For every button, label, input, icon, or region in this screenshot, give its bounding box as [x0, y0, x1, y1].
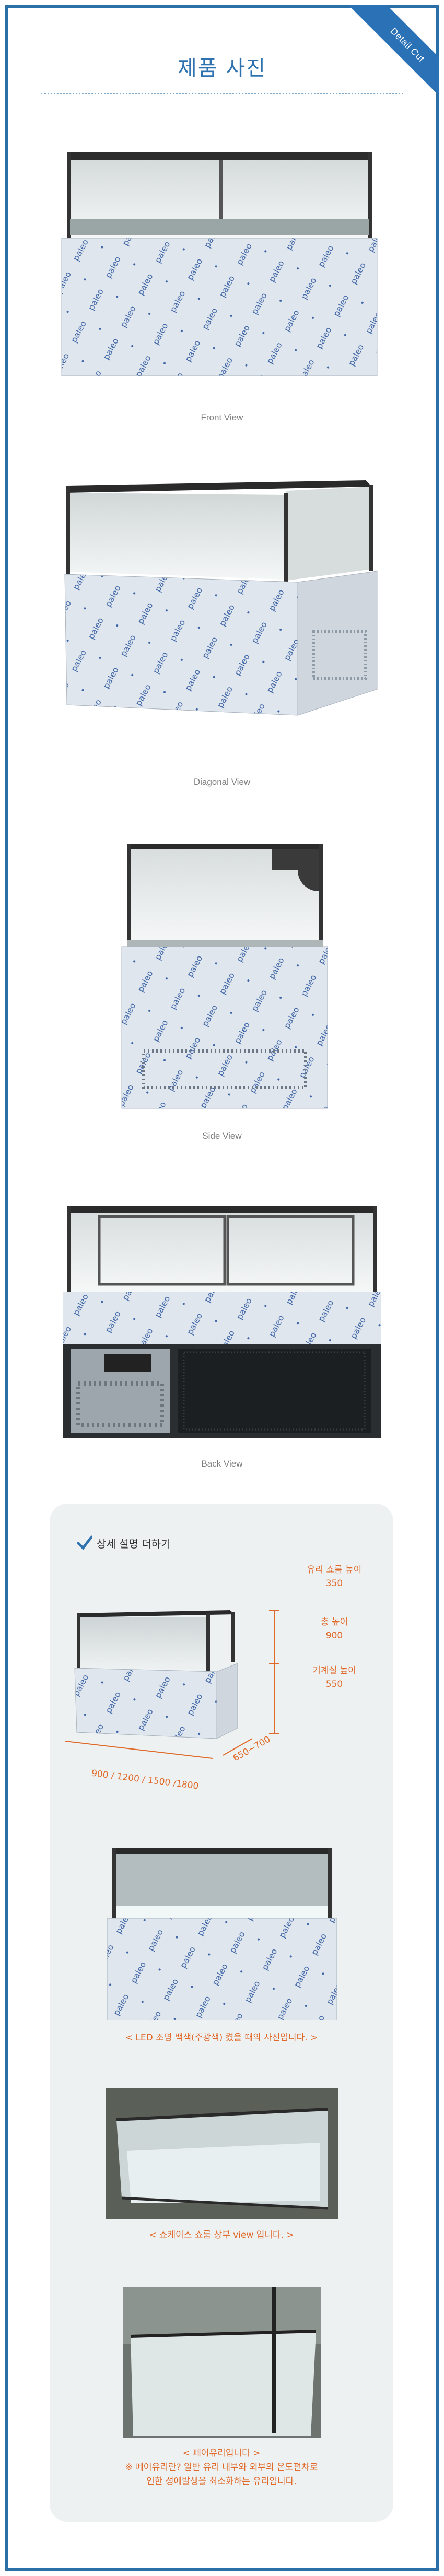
page-frame [5, 5, 439, 2571]
page-title: 제품 사진 [178, 56, 266, 80]
glass-height-dim: 유리 쇼룸 높이 350 [307, 1565, 362, 1589]
detail-heading: 상세 설명 더하기 [77, 1535, 171, 1551]
top-view-photo [106, 2088, 338, 2219]
diagonal-view-image [0, 470, 444, 762]
diagonal-view-caption: Diagonal View [193, 777, 251, 787]
dimension-diagram: 유리 쇼룸 높이 350 총 높이 900 기계실 높이 550 900 / 1… [50, 1561, 393, 1792]
front-view-image: paleo [0, 141, 444, 392]
check-icon [77, 1535, 92, 1550]
led-caption: < LED 조명 백색(주광색) 켰을 때의 사진입니다. > [125, 2033, 318, 2043]
pair-glass-caption: < 페어유리입니다 > ※ 페어유리란? 일반 유리 내부와 외부의 온도편차로… [125, 2448, 318, 2487]
detail-heading-text: 상세 설명 더하기 [97, 1537, 171, 1550]
top-view-caption: < 쇼케이스 쇼룸 상부 view 입니다. > [149, 2230, 294, 2240]
front-view-caption: Front View [201, 412, 243, 422]
total-height-dim: 총 높이 900 [320, 1617, 348, 1641]
led-photo [107, 1848, 337, 2021]
back-view-caption: Back View [201, 1459, 243, 1469]
machine-height-dim: 기계실 높이 550 [312, 1665, 356, 1689]
title-divider [41, 93, 403, 94]
back-view-image [0, 1196, 444, 1446]
side-view-caption: Side View [202, 1131, 242, 1141]
pair-glass-photo [123, 2287, 321, 2438]
side-view-image [0, 838, 444, 1115]
detail-panel: 상세 설명 더하기 유리 쇼룸 높이 350 총 높이 900 기계 [50, 1504, 393, 2522]
